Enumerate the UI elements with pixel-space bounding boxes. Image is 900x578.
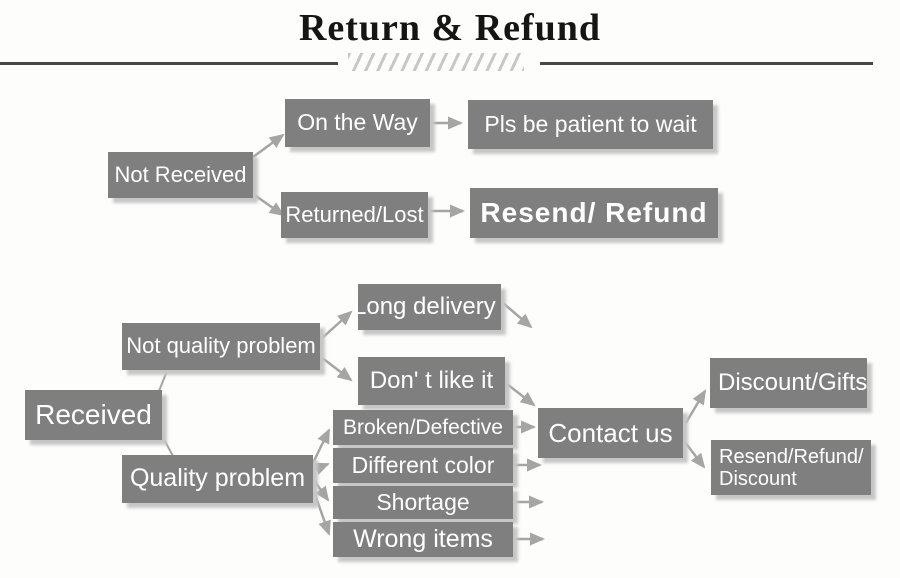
node-resend-refund: Resend/ Refund xyxy=(470,188,718,238)
edge-received-to-not-quality-problem xyxy=(158,370,168,392)
node-shortage: Shortage xyxy=(333,486,513,519)
node-wrong-items: Wrong items xyxy=(333,522,513,557)
edge-quality-to-different-color xyxy=(312,462,330,475)
title-hatch-decoration xyxy=(348,53,524,71)
node-broken-defective: Broken/Defective xyxy=(333,410,513,445)
edge-quality-to-broken-defective xyxy=(311,428,331,464)
edge-not-quality-to-dont-like-it xyxy=(320,356,353,382)
node-not-quality-problem: Not quality problem xyxy=(122,323,320,370)
node-quality-problem: Quality problem xyxy=(122,455,313,503)
node-different-color: Different color xyxy=(333,448,513,483)
node-returned-lost: Returned/Lost xyxy=(281,192,428,238)
node-on-the-way: On the Way xyxy=(285,99,430,147)
node-received: Received xyxy=(25,390,162,440)
page-title: Return & Refund xyxy=(298,7,602,49)
title-rule-right xyxy=(540,62,873,65)
edge-not-received-to-returned-lost xyxy=(252,192,285,217)
edge-not-quality-to-long-delivery xyxy=(320,310,353,340)
edge-contact-us-to-discount-gifts xyxy=(682,389,707,427)
edge-not-received-to-on-the-way xyxy=(252,133,285,159)
node-discount-gifts: Discount/Gifts xyxy=(710,358,867,408)
edge-quality-to-shortage xyxy=(311,478,330,502)
edge-dont-like-it-to-contact-us xyxy=(506,383,536,407)
node-resend-refund-discount: Resend/Refund/ Discount xyxy=(711,440,871,495)
node-pls-be-patient: Pls be patient to wait xyxy=(468,100,713,149)
node-not-received: Not Received xyxy=(108,152,253,198)
edge-long-delivery-out xyxy=(502,302,533,329)
title-rule-left xyxy=(0,62,338,65)
edge-contact-us-to-resend-refund-discount xyxy=(683,440,706,469)
edge-received-to-quality-problem xyxy=(160,433,174,457)
node-contact-us: Contact us xyxy=(538,408,683,458)
node-long-delivery: Long delivery xyxy=(353,284,501,330)
node-dont-like-it: Don' t like it xyxy=(358,357,505,405)
edge-quality-to-wrong-items xyxy=(311,488,331,536)
